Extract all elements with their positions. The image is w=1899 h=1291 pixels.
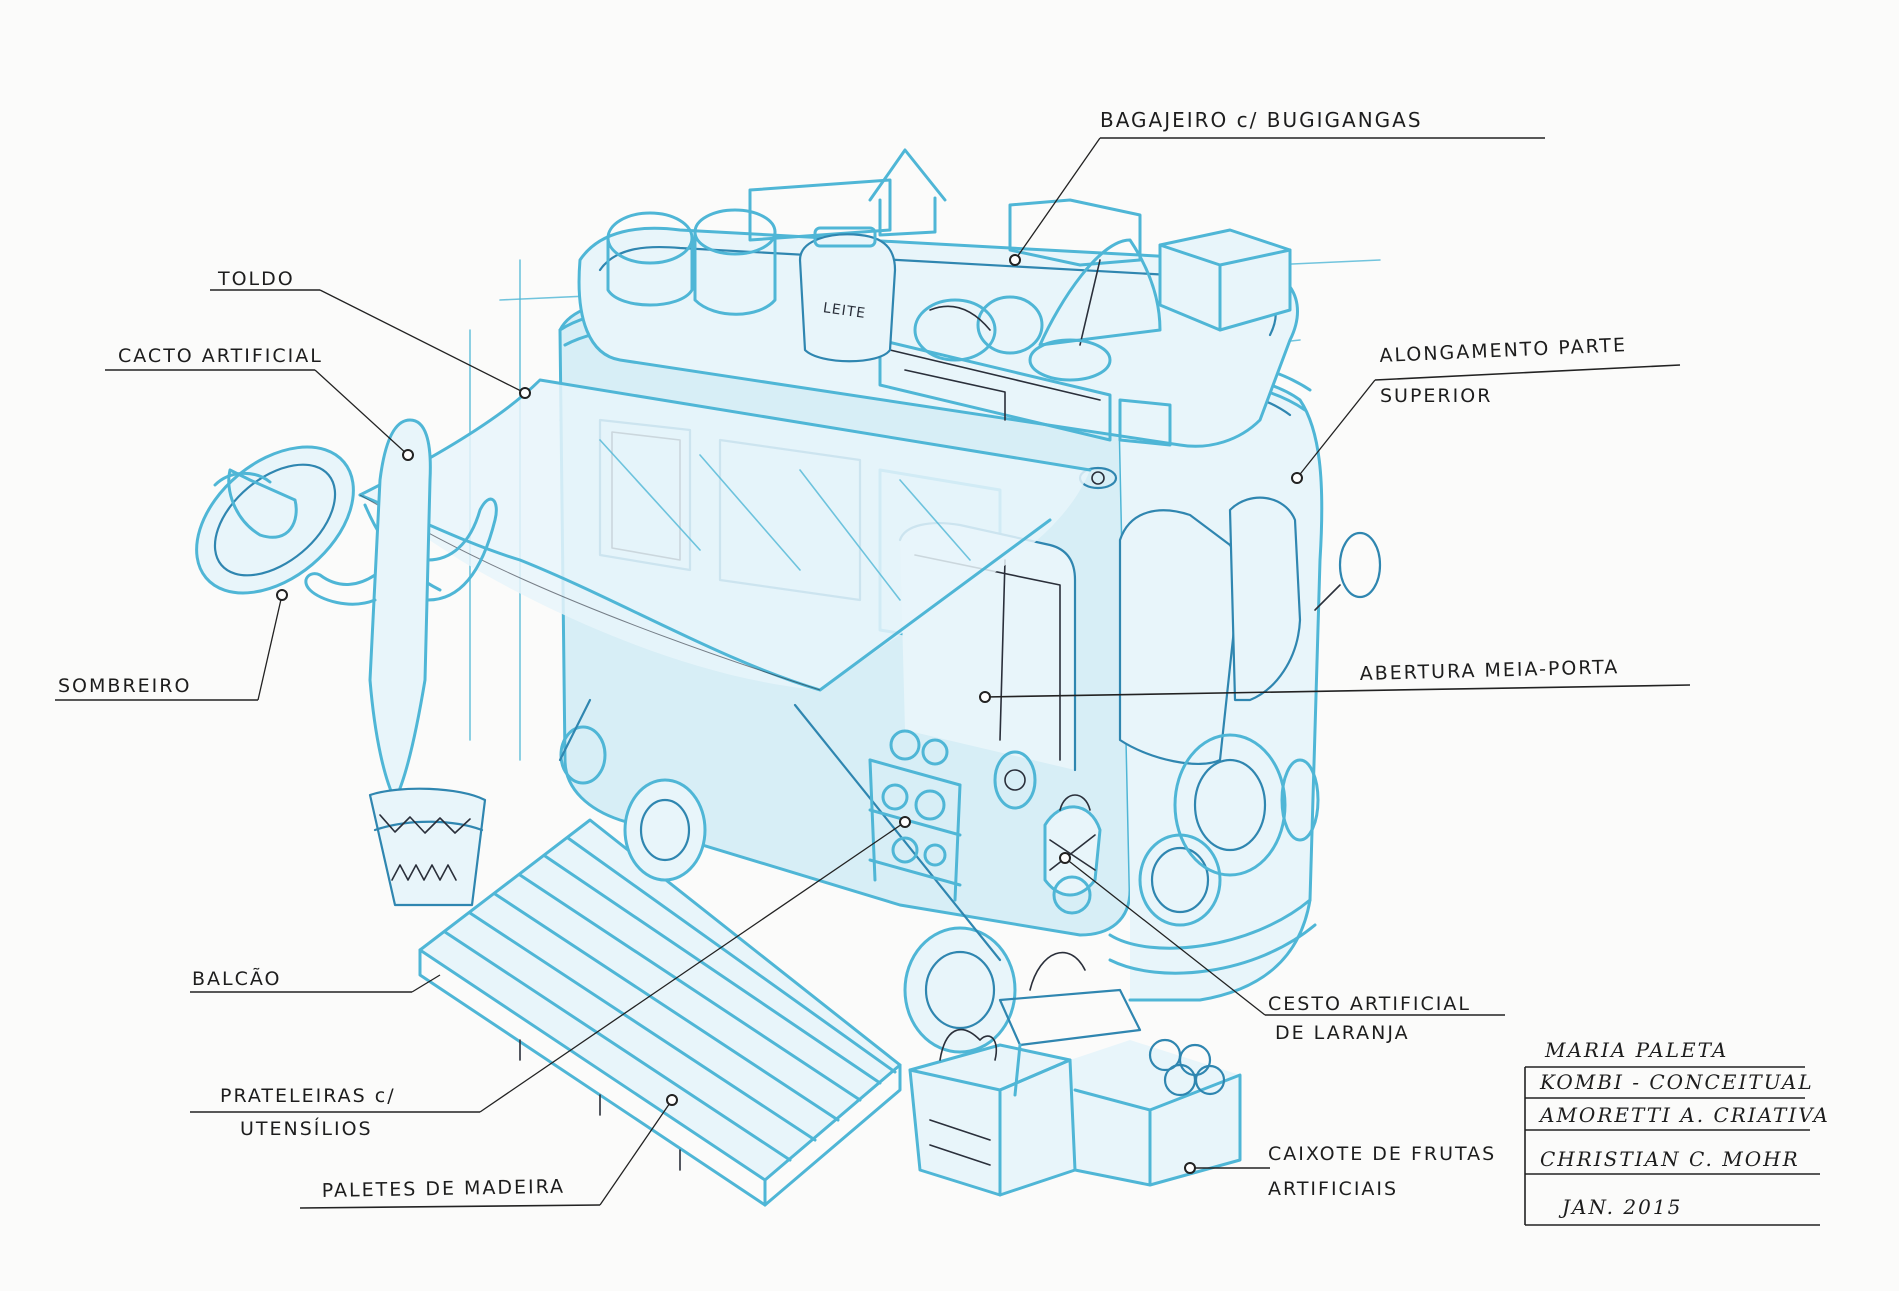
fruit-crates (908, 951, 1242, 1197)
title-line-subject: KOMBI - CONCEITUAL (1540, 1070, 1814, 1094)
title-line-project: MARIA PALETA (1545, 1038, 1729, 1062)
label-cacto: CACTO ARTIFICIAL (118, 345, 323, 367)
callout-leaders (55, 137, 1691, 1209)
awning (358, 378, 1092, 962)
label-sombreiro: SOMBREIRO (58, 675, 192, 697)
title-line-author: CHRISTIAN C. MOHR (1540, 1147, 1800, 1171)
sombrero (195, 445, 355, 595)
title-line-date: JAN. 2015 (1562, 1195, 1683, 1219)
label-cesto-2: DE LARANJA (1275, 1022, 1410, 1044)
label-caixote-2: ARTIFICIAIS (1268, 1178, 1399, 1200)
label-toldo: TOLDO (218, 268, 295, 290)
title-line-agency: AMORETTI A. CRIATIVA (1540, 1103, 1830, 1127)
orange-basket (1043, 794, 1102, 915)
label-prateleiras-2: UTENSÍLIOS (240, 1118, 373, 1140)
label-alongamento-2: SUPERIOR (1380, 385, 1493, 407)
label-cesto-1: CESTO ARTIFICIAL (1268, 993, 1471, 1015)
wooden-pallet (418, 818, 902, 1207)
label-balcao: BALCÃO (192, 968, 282, 990)
artificial-cactus (304, 418, 498, 907)
label-bagajeiro: BAGAJEIRO c/ BUGIGANGAS (1100, 108, 1423, 132)
label-paletes: PALETES DE MADEIRA (321, 1175, 566, 1202)
utensil-shelves (868, 729, 962, 902)
title-block-lines (1524, 1066, 1820, 1226)
roof-rack (577, 148, 1299, 448)
label-caixote-1: CAIXOTE DE FRUTAS (1268, 1143, 1497, 1165)
label-prateleiras-1: PRATELEIRAS c/ (220, 1085, 396, 1107)
